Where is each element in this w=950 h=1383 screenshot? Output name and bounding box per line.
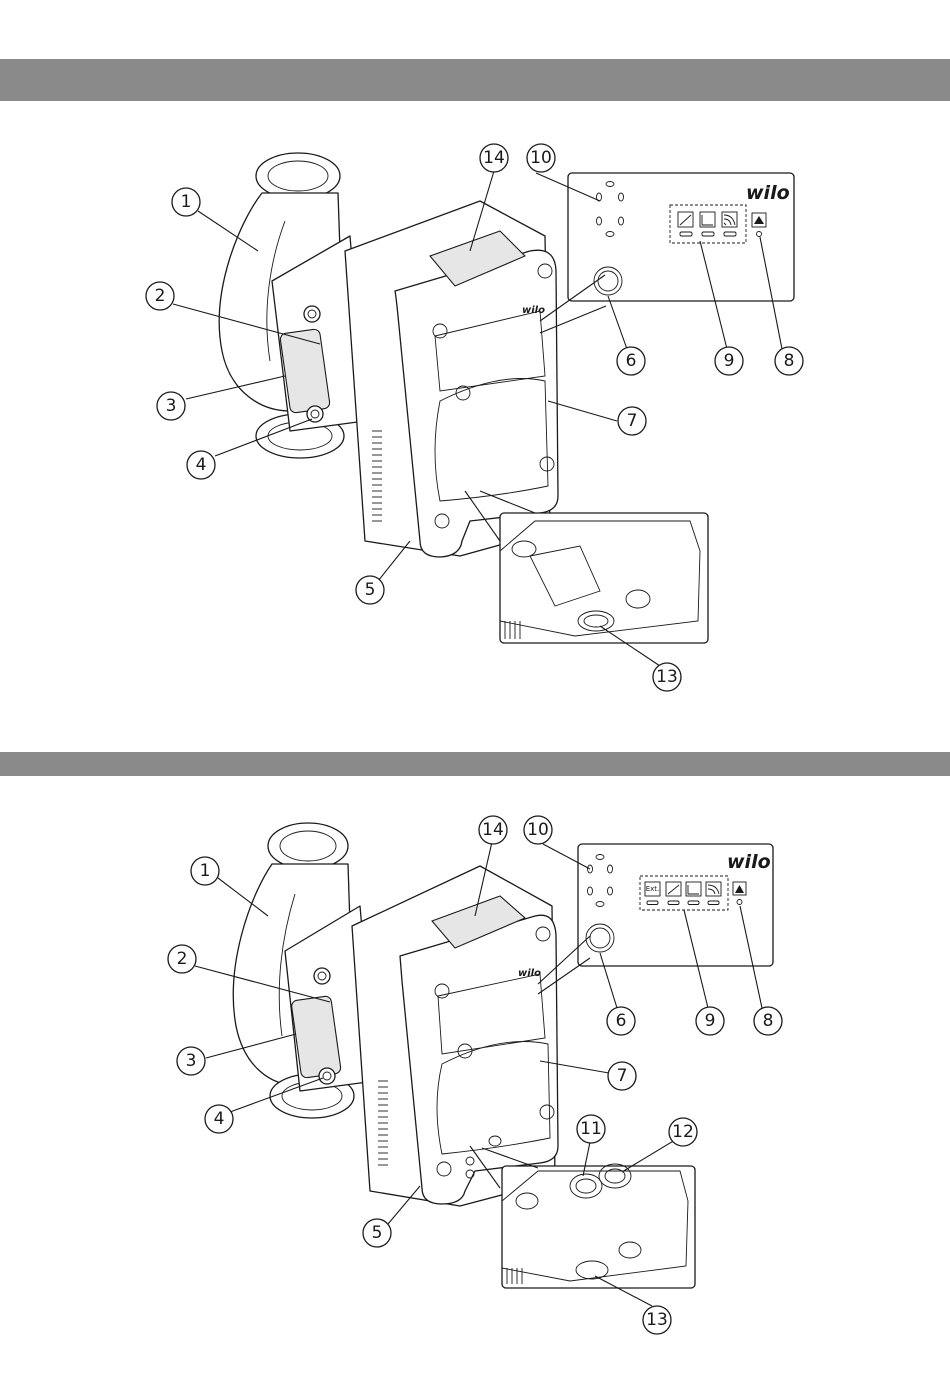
panel-brand-text: wilo	[727, 851, 771, 873]
svg-text:8: 8	[784, 351, 795, 371]
svg-text:12: 12	[672, 1122, 694, 1142]
svg-text:8: 8	[763, 1011, 774, 1031]
control-panel-zoom: wilo	[540, 173, 794, 333]
svg-text:6: 6	[626, 351, 637, 371]
callout-7: 7	[618, 407, 646, 435]
callout-5: 5	[363, 1219, 391, 1247]
control-panel-zoom: wilo Ext.	[538, 844, 773, 994]
ext-label: Ext.	[646, 885, 660, 893]
svg-text:14: 14	[483, 148, 505, 168]
callout-6: 6	[617, 347, 645, 375]
callout-14: 14	[480, 144, 508, 172]
svg-text:2: 2	[177, 949, 188, 969]
callout-2: 2	[146, 282, 174, 310]
callout-11: 11	[577, 1115, 605, 1143]
panel-brand-text: wilo	[746, 182, 790, 204]
connection-zoom	[465, 491, 708, 643]
callout-9: 9	[715, 347, 743, 375]
callout-4: 4	[205, 1105, 233, 1133]
svg-text:9: 9	[705, 1011, 716, 1031]
callout-8: 8	[754, 1007, 782, 1035]
svg-text:3: 3	[166, 396, 177, 416]
header-band-bottom	[0, 752, 950, 776]
callout-2: 2	[168, 945, 196, 973]
pump-diagram-bottom: wilo wilo Ext.	[0, 776, 950, 1376]
electronic-module: wilo	[352, 866, 558, 1206]
callout-9: 9	[696, 1007, 724, 1035]
svg-text:14: 14	[482, 820, 504, 840]
svg-text:5: 5	[365, 580, 376, 600]
svg-text:5: 5	[372, 1223, 383, 1243]
svg-text:10: 10	[530, 148, 552, 168]
pump-housing	[219, 153, 365, 458]
callout-7: 7	[608, 1062, 636, 1090]
svg-text:3: 3	[186, 1051, 197, 1071]
svg-text:4: 4	[196, 455, 207, 475]
svg-text:1: 1	[181, 192, 192, 212]
svg-text:4: 4	[214, 1109, 225, 1129]
svg-text:6: 6	[616, 1011, 627, 1031]
callout-1: 1	[191, 857, 219, 885]
svg-text:11: 11	[580, 1119, 602, 1139]
svg-text:13: 13	[656, 667, 678, 687]
pump-diagram-top: wilo wilo	[0, 101, 950, 731]
callout-3: 3	[157, 392, 185, 420]
header-band-top	[0, 59, 950, 101]
svg-text:13: 13	[646, 1310, 668, 1330]
callout-5: 5	[356, 576, 384, 604]
callout-13: 13	[653, 663, 681, 691]
callout-12: 12	[669, 1118, 697, 1146]
electronic-module: wilo	[345, 201, 558, 557]
pump-housing	[233, 823, 375, 1118]
callout-6: 6	[607, 1007, 635, 1035]
svg-text:7: 7	[617, 1066, 628, 1086]
callout-1: 1	[172, 188, 200, 216]
svg-text:10: 10	[527, 820, 549, 840]
module-brand-text: wilo	[518, 968, 541, 979]
svg-text:2: 2	[155, 286, 166, 306]
callout-8: 8	[775, 347, 803, 375]
callout-4: 4	[187, 451, 215, 479]
callout-3: 3	[177, 1047, 205, 1075]
callout-10: 10	[527, 144, 555, 172]
svg-text:7: 7	[627, 411, 638, 431]
callout-10: 10	[524, 816, 552, 844]
module-brand-text: wilo	[522, 305, 545, 316]
connection-zoom	[470, 1146, 695, 1288]
svg-text:1: 1	[200, 861, 211, 881]
svg-text:9: 9	[724, 351, 735, 371]
callout-13: 13	[643, 1306, 671, 1334]
callout-14: 14	[479, 816, 507, 844]
